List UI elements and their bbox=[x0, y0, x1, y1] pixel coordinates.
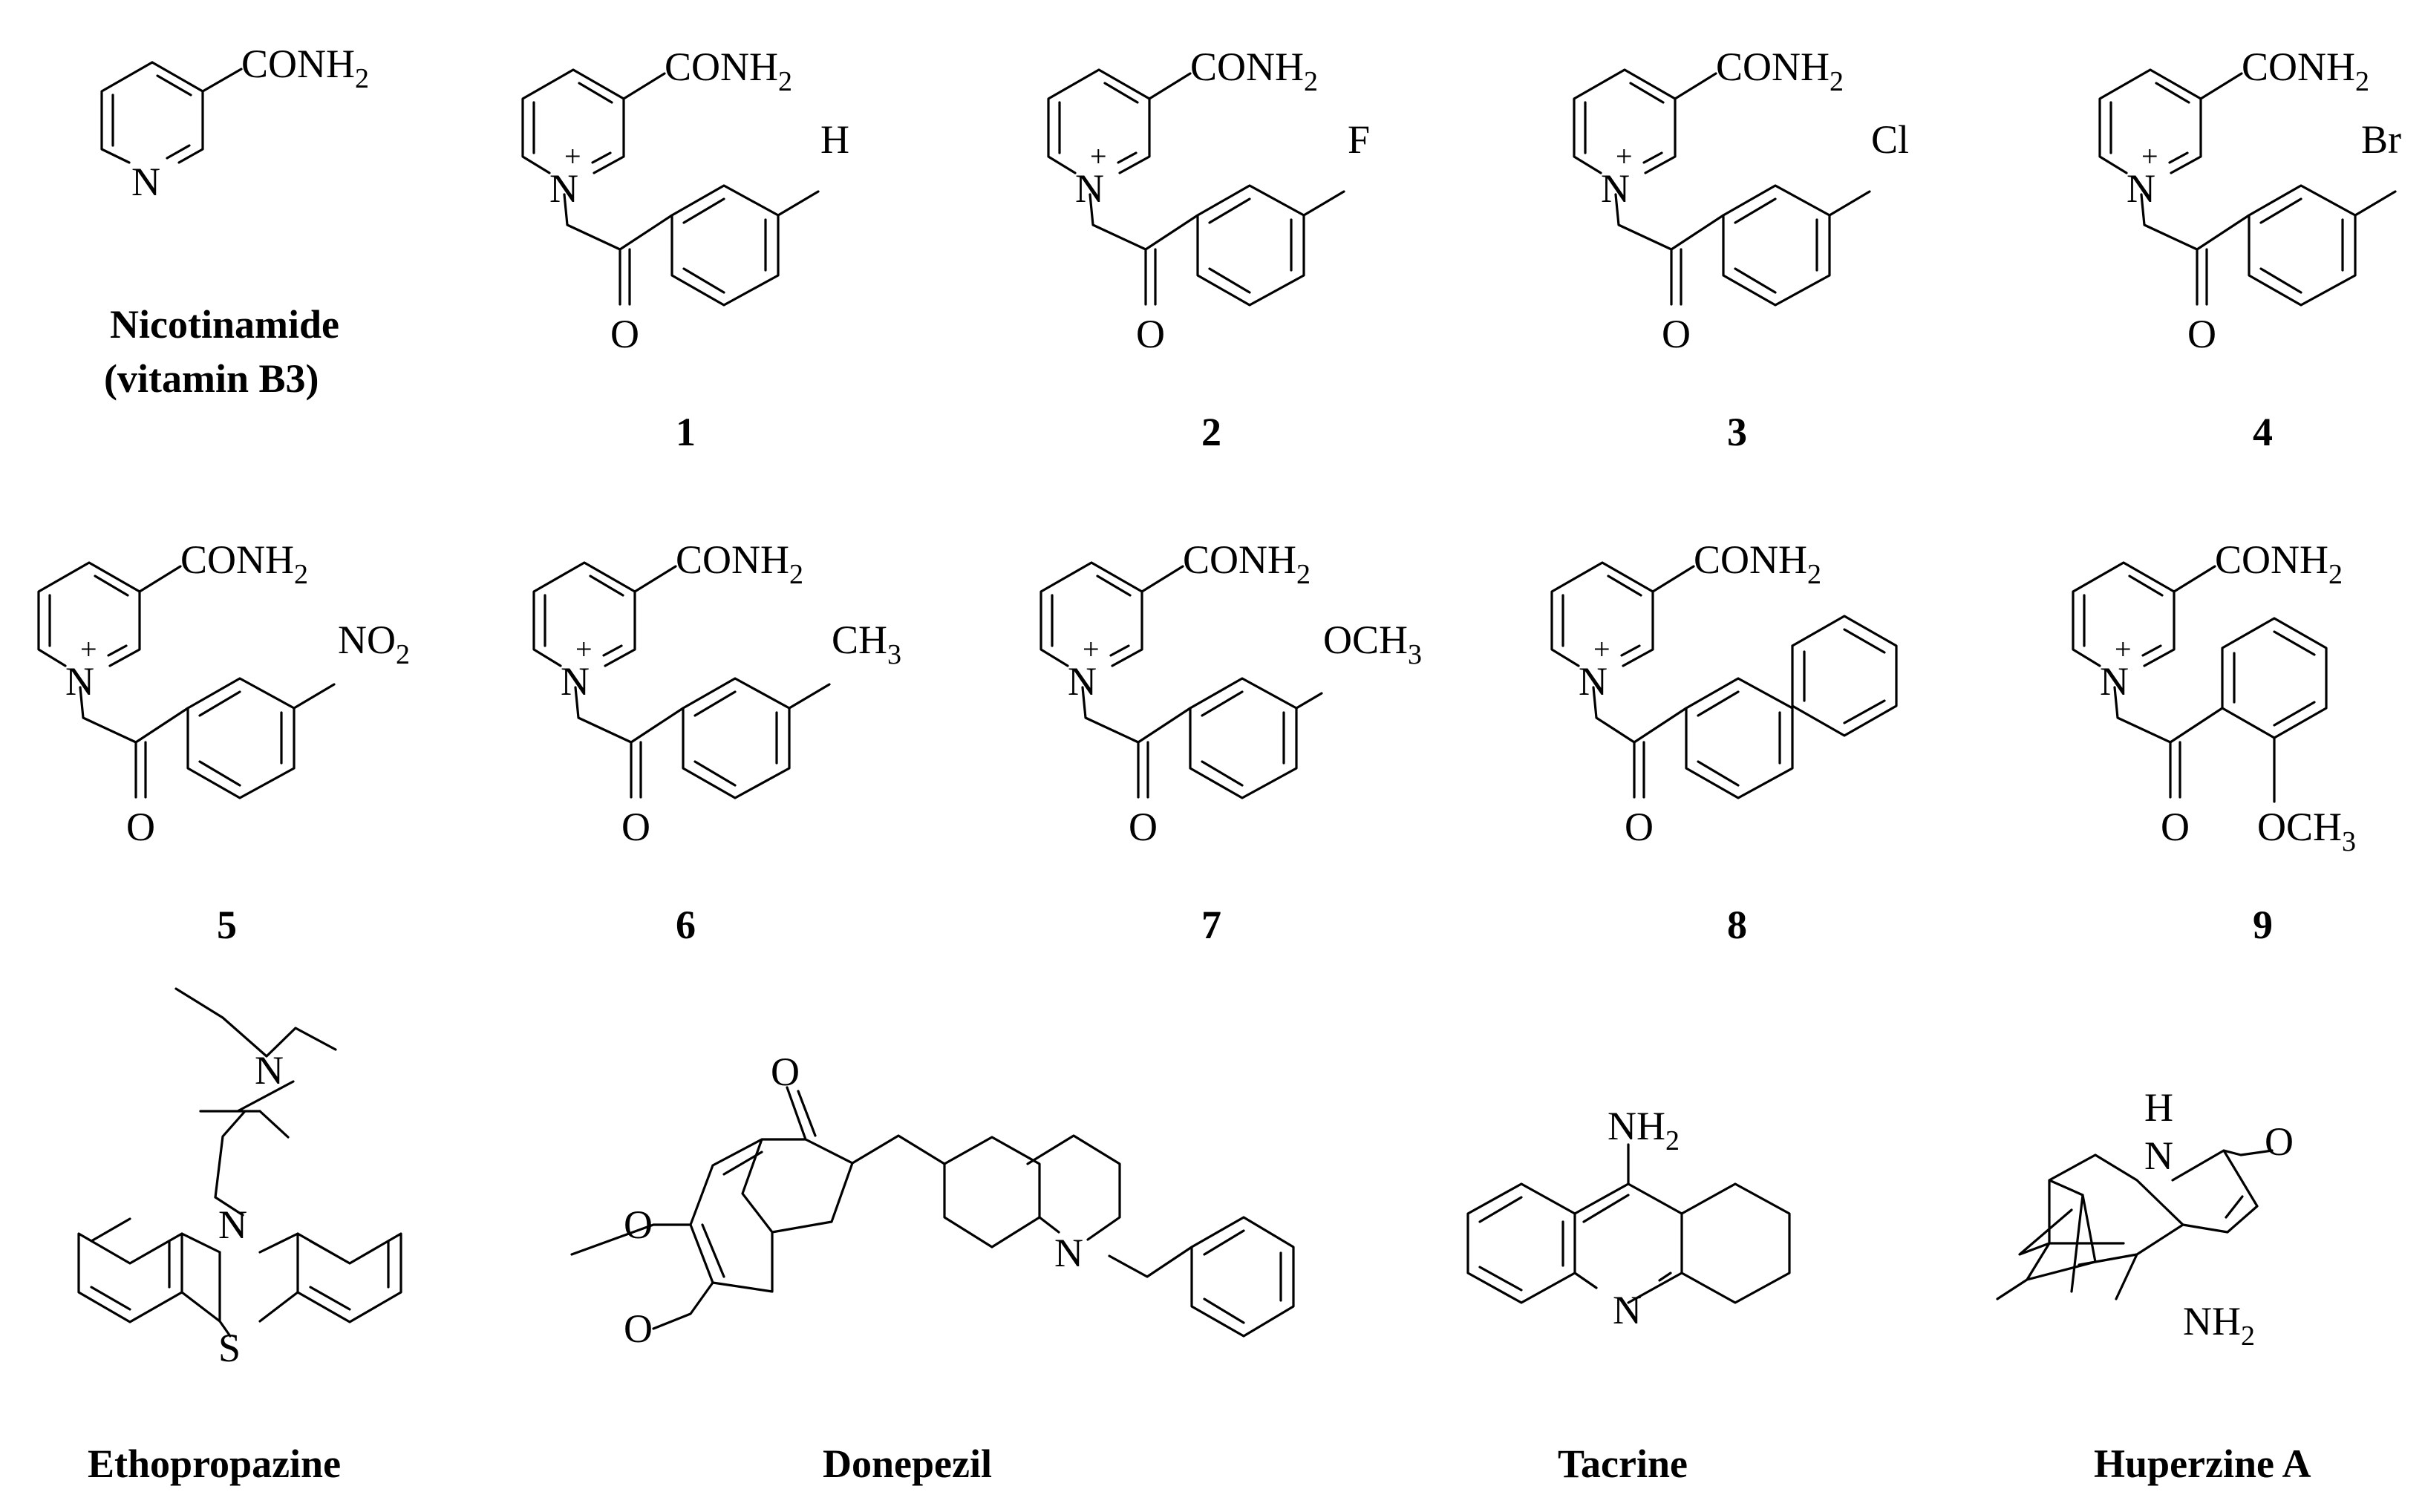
compound-6-structure: CONH2 N + O CH3 6 bbox=[532, 537, 901, 947]
caption-tacrine: Tacrine bbox=[1558, 1441, 1688, 1486]
compound-2-structure: CONH2 N + O F 2 bbox=[1047, 45, 1370, 454]
caption-compound-8: 8 bbox=[1727, 903, 1747, 947]
atom-label: O bbox=[621, 805, 650, 849]
atom-label: NO2 bbox=[338, 618, 410, 670]
caption-ethopropazine: Ethopropazine bbox=[88, 1441, 341, 1486]
atom-label: N bbox=[1068, 659, 1097, 704]
atom-label: CONH2 bbox=[180, 537, 308, 590]
compound-8-structure: CONH2 N + O 8 bbox=[1550, 537, 1898, 947]
atom-label: O bbox=[126, 805, 155, 849]
charge-label: + bbox=[80, 632, 97, 666]
atom-label: F bbox=[1348, 117, 1370, 162]
atom-label: NH2 bbox=[2183, 1299, 2255, 1352]
caption-compound-4: 4 bbox=[2253, 410, 2273, 454]
atom-label: O bbox=[2161, 805, 2190, 849]
compound-4-structure: CONH2 N + O Br 4 bbox=[2098, 45, 2401, 454]
caption-compound-3: 3 bbox=[1727, 410, 1747, 454]
atom-label: O bbox=[1136, 312, 1165, 356]
caption-nicotinamide: Nicotinamide bbox=[110, 302, 339, 347]
charge-label: + bbox=[1083, 632, 1100, 666]
caption-vitamin-b3: (vitamin B3) bbox=[104, 356, 319, 401]
atom-label: O bbox=[2187, 312, 2216, 356]
compound-1-structure: CONH2 N + O H 1 bbox=[521, 45, 849, 454]
atom-label: N bbox=[561, 659, 590, 704]
ethopropazine-structure: N N S Ethopropazine bbox=[77, 987, 402, 1486]
atom-label: N bbox=[131, 160, 160, 204]
atom-label: H bbox=[2144, 1085, 2173, 1130]
tacrine-structure: NH2 N Tacrine bbox=[1466, 1104, 1791, 1486]
atom-label: CONH2 bbox=[665, 45, 792, 97]
atom-label: CONH2 bbox=[1716, 45, 1844, 97]
atom-label: N bbox=[549, 166, 578, 211]
charge-label: + bbox=[575, 632, 593, 666]
atom-label: N bbox=[2144, 1133, 2173, 1178]
huperzine-a-structure: O H N NH2 Huperzine A bbox=[1996, 1085, 2311, 1486]
caption-compound-9: 9 bbox=[2253, 903, 2273, 947]
atom-label: N bbox=[218, 1202, 247, 1247]
atom-label: CONH2 bbox=[241, 42, 369, 94]
charge-label: + bbox=[2115, 632, 2132, 666]
atom-label: NH2 bbox=[1608, 1104, 1680, 1156]
caption-compound-1: 1 bbox=[676, 410, 696, 454]
atom-label: CONH2 bbox=[676, 537, 803, 590]
atom-label: N bbox=[1579, 659, 1608, 704]
atom-label: Br bbox=[2361, 117, 2401, 162]
atom-label: N bbox=[65, 659, 94, 704]
charge-label: + bbox=[1090, 140, 1107, 173]
atom-label: CONH2 bbox=[2242, 45, 2369, 97]
atom-label: H bbox=[820, 117, 849, 162]
nicotinamide-structure: CONH2 N Nicotinamide (vitamin B3) bbox=[100, 42, 369, 401]
atom-label: N bbox=[255, 1048, 284, 1093]
atom-label: O bbox=[624, 1202, 653, 1247]
atom-label: O bbox=[1625, 805, 1654, 849]
atom-label: CONH2 bbox=[1694, 537, 1821, 590]
atom-label: Cl bbox=[1871, 117, 1909, 162]
charge-label: + bbox=[2141, 140, 2158, 173]
atom-label: N bbox=[1075, 166, 1104, 211]
atom-label: N bbox=[1601, 166, 1630, 211]
compound-7-structure: CONH2 N + O OCH3 7 bbox=[1039, 537, 1422, 947]
donepezil-structure: O O O N Donepezil bbox=[570, 1050, 1295, 1486]
caption-huperzine-a: Huperzine A bbox=[2094, 1441, 2311, 1486]
atom-label: S bbox=[218, 1326, 241, 1370]
charge-label: + bbox=[1593, 632, 1610, 666]
caption-compound-2: 2 bbox=[1201, 410, 1221, 454]
compound-3-structure: CONH2 N + O Cl 3 bbox=[1573, 45, 1909, 454]
caption-compound-6: 6 bbox=[676, 903, 696, 947]
atom-label: O bbox=[1129, 805, 1158, 849]
atom-label: CONH2 bbox=[1183, 537, 1311, 590]
atom-label: O bbox=[2265, 1119, 2294, 1164]
atom-label: O bbox=[624, 1306, 653, 1351]
caption-donepezil: Donepezil bbox=[823, 1441, 992, 1486]
caption-compound-5: 5 bbox=[217, 903, 237, 947]
atom-label: OCH3 bbox=[2257, 805, 2356, 857]
charge-label: + bbox=[1616, 140, 1633, 173]
atom-label: CH3 bbox=[832, 618, 901, 670]
atom-label: N bbox=[2127, 166, 2155, 211]
charge-label: + bbox=[564, 140, 581, 173]
atom-label: OCH3 bbox=[1323, 618, 1422, 670]
atom-label: CONH2 bbox=[2215, 537, 2343, 590]
compound-5-structure: CONH2 N + O NO2 5 bbox=[37, 537, 410, 947]
atom-label: O bbox=[610, 312, 639, 356]
compound-9-structure: CONH2 N + O OCH3 9 bbox=[2072, 537, 2356, 947]
atom-label: N bbox=[2100, 659, 2129, 704]
atom-label: CONH2 bbox=[1190, 45, 1318, 97]
atom-label: N bbox=[1054, 1231, 1083, 1275]
atom-label: O bbox=[771, 1050, 800, 1094]
atom-label: O bbox=[1662, 312, 1691, 356]
caption-compound-7: 7 bbox=[1201, 903, 1221, 947]
atom-label: N bbox=[1613, 1288, 1642, 1332]
